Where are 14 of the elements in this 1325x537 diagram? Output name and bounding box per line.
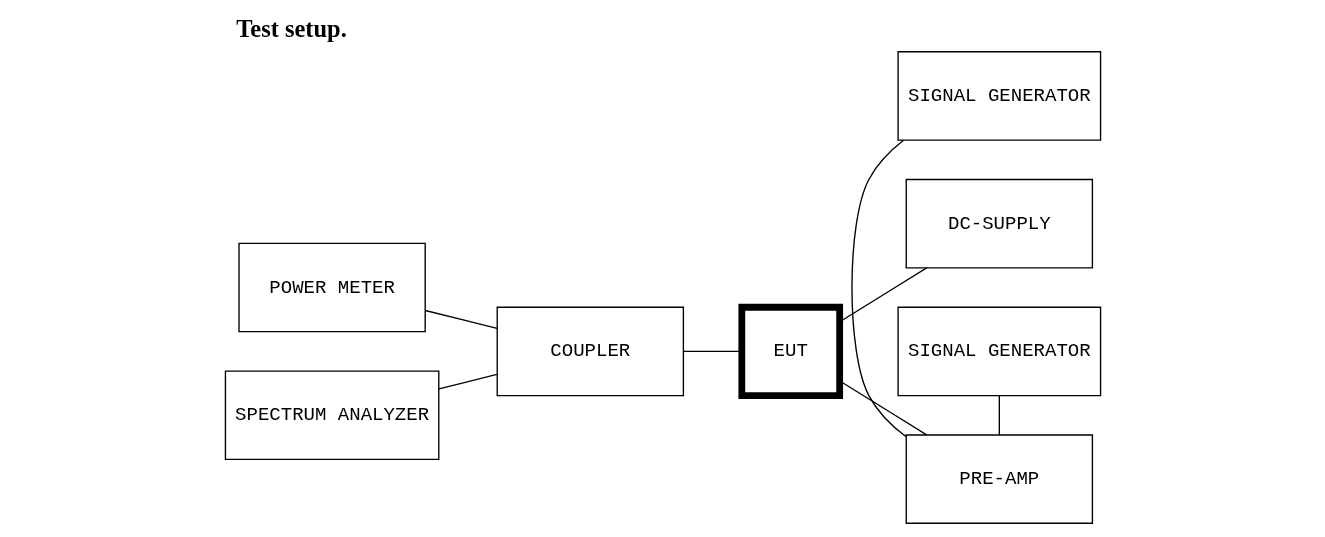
connector bbox=[850, 139, 907, 438]
node-box: POWER METER bbox=[237, 242, 426, 333]
node-box: SPECTRUM ANALYZER bbox=[224, 370, 439, 461]
diagram-title: Test setup. bbox=[235, 15, 347, 43]
node-box: DC-SUPPLY bbox=[905, 178, 1093, 269]
connector bbox=[682, 350, 742, 353]
node-box: EUT bbox=[737, 303, 843, 399]
node-box: SIGNAL GENERATOR bbox=[896, 51, 1101, 141]
node-box: COUPLER bbox=[496, 306, 684, 397]
connector bbox=[998, 395, 1000, 436]
connector bbox=[424, 309, 498, 330]
node-box: PRE-AMP bbox=[905, 434, 1093, 524]
node-box: SIGNAL GENERATOR bbox=[896, 306, 1101, 397]
connector bbox=[437, 373, 498, 390]
